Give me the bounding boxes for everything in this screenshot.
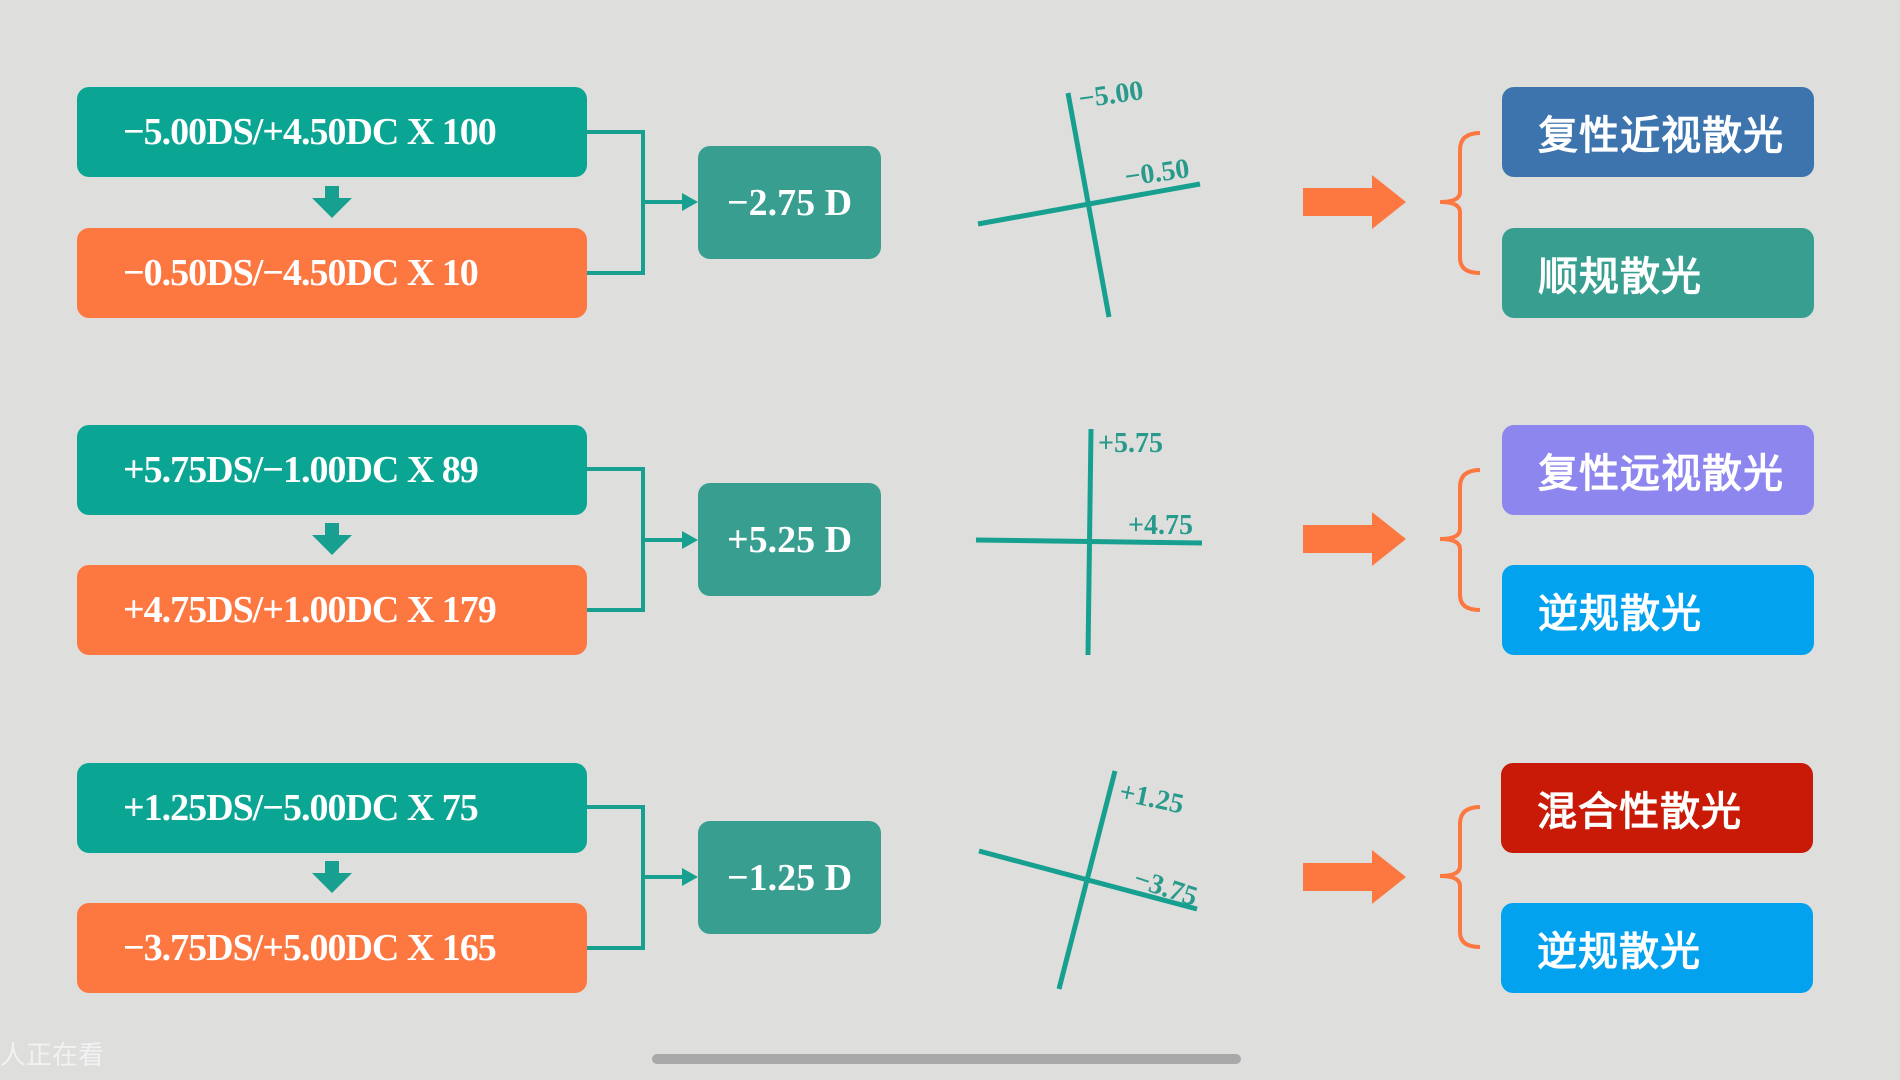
classification-tag: 复性远视散光 (1502, 425, 1814, 515)
classification-tag: 逆规散光 (1501, 903, 1813, 993)
power-cross (978, 770, 1198, 990)
rx-original-box: −5.00DS/+4.50DC X 100 (77, 87, 587, 177)
brace-icon (1439, 468, 1481, 612)
cross-label: +5.75 (1098, 428, 1163, 459)
down-arrow-icon (312, 523, 352, 555)
brace-icon (1439, 131, 1481, 275)
cross-label: −3.75 (1130, 863, 1201, 913)
rx-converted-box: −0.50DS/−4.50DC X 10 (77, 228, 587, 318)
power-cross (977, 92, 1201, 318)
classification-tag: 混合性散光 (1501, 763, 1813, 853)
cross-label: −5.00 (1077, 75, 1146, 115)
bracket-connector (587, 130, 684, 275)
spherical-equivalent-box: +5.25 D (698, 483, 881, 596)
rx-converted-box: +4.75DS/+1.00DC X 179 (77, 565, 587, 655)
right-arrow-icon (1303, 850, 1406, 904)
right-arrow-icon (682, 868, 698, 886)
rx-original-box: +1.25DS/−5.00DC X 75 (77, 763, 587, 853)
spherical-equivalent-box: −1.25 D (698, 821, 881, 934)
classification-tag: 复性近视散光 (1502, 87, 1814, 177)
classification-tag: 逆规散光 (1502, 565, 1814, 655)
spherical-equivalent-box: −2.75 D (698, 146, 881, 259)
right-arrow-icon (682, 193, 698, 211)
right-arrow-icon (1303, 175, 1406, 229)
viewer-count-watermark: 人正在看 (0, 1041, 105, 1071)
power-cross (975, 428, 1203, 656)
rx-original-box: +5.75DS/−1.00DC X 89 (77, 425, 587, 515)
down-arrow-icon (312, 861, 352, 893)
right-arrow-icon (1303, 512, 1406, 566)
down-arrow-icon (312, 186, 352, 218)
bracket-connector (587, 805, 684, 950)
classification-tag: 顺规散光 (1502, 228, 1814, 318)
cross-label: +1.25 (1117, 777, 1187, 821)
right-arrow-icon (682, 531, 698, 549)
brace-icon (1439, 805, 1481, 949)
rx-converted-box: −3.75DS/+5.00DC X 165 (77, 903, 587, 993)
cross-label: +4.75 (1128, 510, 1193, 541)
bracket-connector (587, 467, 684, 612)
home-indicator-bar[interactable] (652, 1054, 1241, 1064)
